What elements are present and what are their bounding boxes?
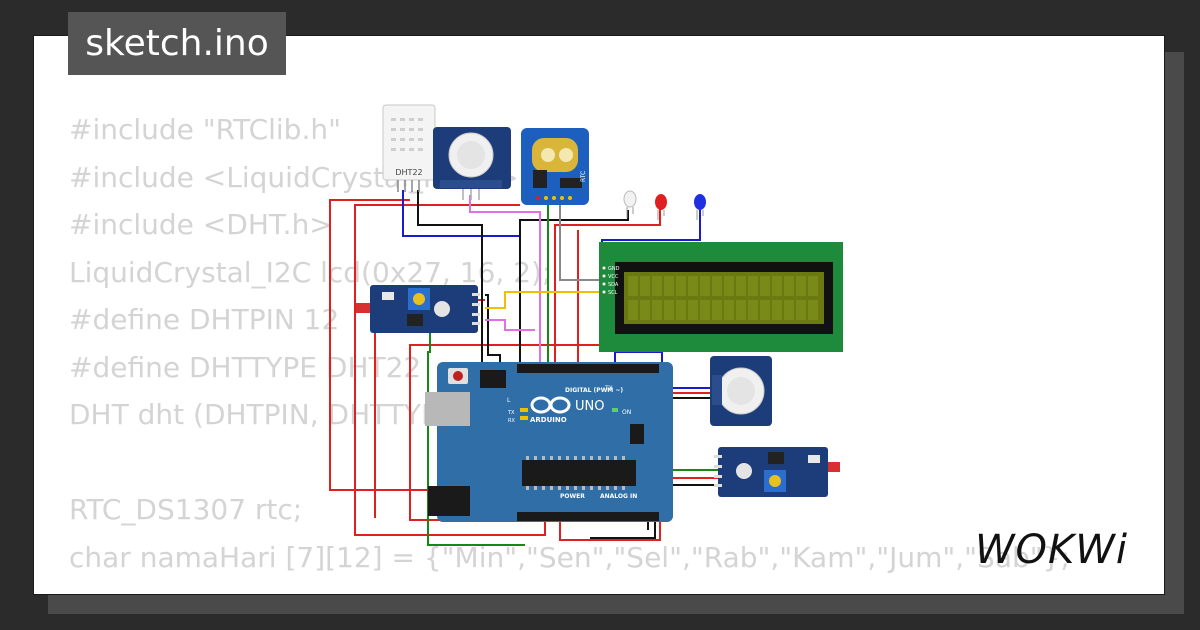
rtc-module: RTC xyxy=(521,128,589,205)
code-line: char namaHari [7][12] = {"Min","Sen","Se… xyxy=(69,540,1070,574)
pir-sensor-top xyxy=(433,127,511,200)
lcd-pin-scl: SCL xyxy=(608,290,618,296)
code-line: #define DHTTYPE DHT22 xyxy=(69,350,422,384)
lcd-pin-gnd: GND xyxy=(608,266,620,272)
lcd-display: GND VCC SDA SCL xyxy=(599,242,843,352)
on-label: ON xyxy=(622,409,631,416)
code-preview: #include "RTClib.h"#include <LiquidCryst… xyxy=(69,106,1070,581)
led-white xyxy=(623,190,637,218)
led-blue xyxy=(694,194,706,220)
wire-yellow-1 xyxy=(485,291,600,309)
code-line: #include <DHT.h> xyxy=(69,208,333,241)
analog-header-label: ANALOG IN xyxy=(600,493,637,500)
tx-rx-label: TX xyxy=(604,385,613,392)
digital-header-label: DIGITAL (PWM ~) xyxy=(565,387,623,394)
wire-red-7 xyxy=(554,200,661,365)
wire-red-5 xyxy=(559,392,710,541)
dht22-label: DHT22 xyxy=(395,168,422,177)
code-line: LiquidCrystal_I2C lcd(0x27, 16, 2); xyxy=(69,255,552,289)
wire-black-1 xyxy=(417,190,483,365)
lcd-pin-sda: SDA xyxy=(608,282,619,288)
code-line: #include "RTClib.h" xyxy=(69,113,341,146)
lcd-pin-vcc: VCC xyxy=(608,274,619,280)
svg-text:TX: TX xyxy=(507,410,515,416)
arduino-brand-label: ARDUINO xyxy=(530,416,567,424)
power-header-label: POWER xyxy=(560,493,585,500)
l-label: L xyxy=(507,397,511,404)
arduino-logo-icon xyxy=(530,396,571,414)
arduino-uno: DIGITAL (PWM ~) TX UNO ARDUINO ON L TX R… xyxy=(425,362,673,522)
rtc-label: RTC xyxy=(580,171,587,182)
wire-gray-1 xyxy=(559,195,600,281)
code-line: DHT dht (DHTPIN, DHTTYPE); xyxy=(69,398,476,431)
uno-label: UNO xyxy=(575,399,604,414)
dht22-sensor: DHT22 xyxy=(382,104,436,192)
sensor-module-right xyxy=(714,447,840,497)
wire-pink-2 xyxy=(485,319,535,331)
pir-sensor-right xyxy=(710,356,772,426)
sensor-module-left xyxy=(356,285,480,333)
wokwi-logo: WOKWi xyxy=(975,527,1128,573)
file-tab[interactable]: sketch.ino xyxy=(68,12,286,75)
svg-text:RX: RX xyxy=(508,418,515,424)
wire-pink-1 xyxy=(469,195,541,365)
code-line: RTC_DS1307 rtc; xyxy=(69,493,303,526)
code-line: #define DHTPIN 12 xyxy=(69,303,340,336)
wire-red-2 xyxy=(354,204,546,536)
led-red xyxy=(655,194,667,220)
wire-black-5 xyxy=(485,294,501,365)
